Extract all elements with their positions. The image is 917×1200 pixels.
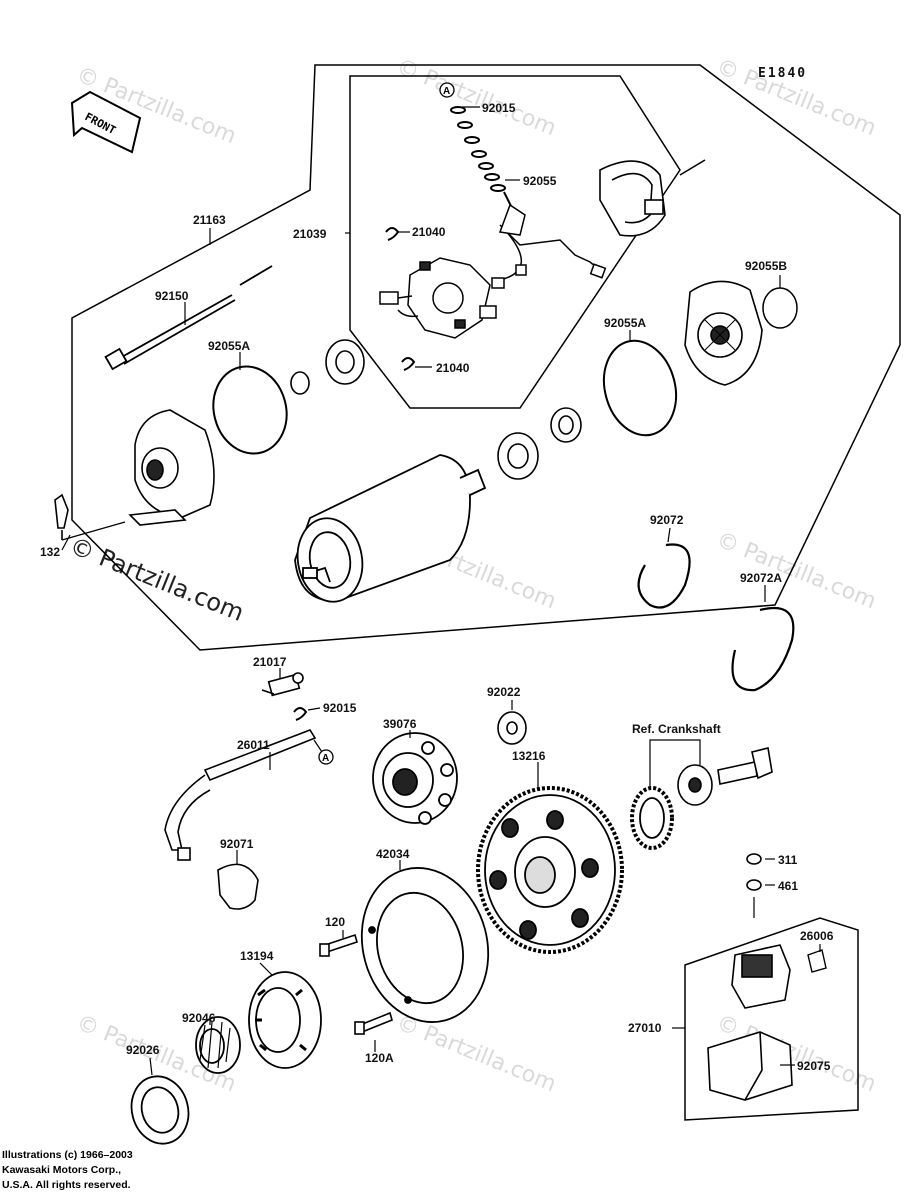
label-92072: 92072: [650, 513, 684, 527]
label-92055: 92055: [523, 174, 557, 188]
relay-assembly-outline: [684, 917, 859, 1121]
starter-assembly-outline: [71, 64, 901, 651]
bearing-left: [325, 339, 365, 385]
bearing-right: [497, 432, 539, 480]
crankshaft-gear: [630, 786, 674, 850]
washer-left: [290, 371, 310, 395]
starter-relay: [731, 944, 791, 1009]
brush-spring: [450, 106, 515, 213]
label-92055a-left: 92055A: [208, 339, 250, 353]
label-92022: 92022: [487, 685, 521, 699]
brush-holder: [379, 257, 497, 339]
terminal-21017: [261, 672, 304, 697]
copyright-line-1: Illustrations (c) 1966–2003: [2, 1149, 133, 1161]
cap-92071: [217, 863, 259, 910]
label-26006: 26006: [800, 929, 834, 943]
clip-21040-lower: [401, 357, 416, 371]
callout-a-bottom-label: A: [322, 753, 329, 764]
starter-clutch-housing: [360, 867, 490, 1023]
watermark: © Partzilla.com: [713, 527, 880, 614]
label-92026: 92026: [126, 1043, 160, 1057]
label-92071: 92071: [220, 837, 254, 851]
label-120: 120: [325, 915, 345, 929]
watermark: © Partzilla.com: [393, 1010, 560, 1097]
clip-21040-upper: [385, 227, 400, 241]
starter-clutch: [372, 732, 458, 825]
bearing-small-right: [550, 407, 582, 443]
needle-bearing: [195, 1016, 241, 1074]
washer-92026: [130, 1075, 190, 1145]
bolt-132: [54, 493, 69, 540]
crankshaft-bolt: [717, 747, 773, 785]
callout-a-label: A: [443, 86, 450, 97]
label-132: 132: [40, 545, 60, 559]
end-cover-right: [684, 280, 763, 386]
label-461: 461: [778, 879, 798, 893]
label-92055b: 92055B: [745, 259, 787, 273]
label-21040-upper: 21040: [412, 225, 446, 239]
label-92015-lower: 92015: [323, 701, 357, 715]
o-ring-92055a-right: [602, 339, 678, 437]
starter-gear-13216: [476, 786, 624, 954]
callout-a-top: A: [439, 82, 455, 98]
label-26011: 26011: [237, 738, 270, 752]
starter-motor-body: [294, 454, 487, 603]
leader-lines: [61, 106, 821, 1076]
label-92046: 92046: [182, 1011, 216, 1025]
label-92072a: 92072A: [740, 571, 782, 585]
copyright-line-3: U.S.A. All rights reserved.: [2, 1179, 131, 1191]
callout-a-bottom: A: [313, 739, 334, 765]
one-way-clutch: [248, 971, 322, 1069]
washer-461: [746, 879, 762, 891]
label-ref-crankshaft: Ref. Crankshaft: [632, 722, 721, 736]
washer-92022: [497, 711, 527, 745]
label-92015-upper: 92015: [482, 101, 516, 115]
yoke-cover: [599, 159, 706, 237]
label-120a: 120A: [365, 1051, 394, 1065]
relay-cover-92075: [707, 1031, 793, 1101]
clip-92015-lower: [293, 707, 308, 721]
screw-120a: [354, 1011, 393, 1035]
copyright-notice: Illustrations (c) 1966–2003 Kawasaki Mot…: [2, 1148, 133, 1193]
label-39076: 39076: [383, 717, 417, 731]
end-cover-left: [128, 409, 215, 526]
circlip-92072a: [731, 606, 795, 692]
o-ring-92055b: [762, 287, 798, 329]
fuse-26006: [807, 949, 827, 973]
label-21017: 21017: [253, 655, 287, 669]
label-92055a-right: 92055A: [604, 316, 646, 330]
label-13194: 13194: [240, 949, 274, 963]
label-92075: 92075: [797, 1059, 831, 1073]
label-92150: 92150: [155, 289, 189, 303]
watermark: © Partzilla.com: [393, 54, 560, 141]
label-42034: 42034: [376, 847, 410, 861]
label-21040-lower: 21040: [436, 361, 470, 375]
label-21163: 21163: [193, 213, 226, 227]
label-311: 311: [778, 853, 798, 867]
circlip-92072: [637, 543, 691, 609]
label-21039: 21039: [293, 227, 327, 241]
crankshaft-washer: [677, 764, 713, 806]
ref-crankshaft-leaders: [649, 739, 701, 790]
diagram-code: E1840: [758, 66, 807, 81]
front-arrow: FRONT: [70, 90, 142, 154]
brush-plate: [491, 203, 607, 289]
watermark-main: © Partzilla.com: [66, 532, 248, 627]
label-27010: 27010: [628, 1021, 662, 1035]
brush-holder-outline: [349, 75, 681, 409]
screw-120: [319, 933, 358, 957]
label-13216: 13216: [512, 749, 546, 763]
copyright-line-2: Kawasaki Motors Corp.,: [2, 1164, 122, 1176]
part-labels: 21163 21039 92015 92055 21040 21040 9215…: [40, 101, 834, 1073]
starter-cable: [164, 729, 317, 861]
o-ring-92055a-left: [212, 365, 288, 455]
through-bolt: [104, 265, 273, 371]
nut-311: [746, 853, 762, 865]
